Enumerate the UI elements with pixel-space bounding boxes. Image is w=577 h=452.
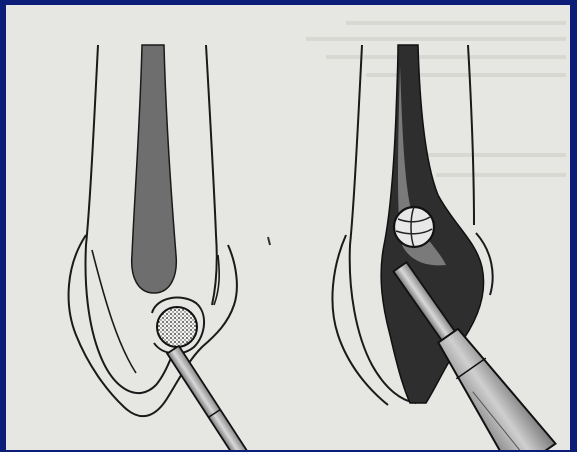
diamond-bur-shank: [167, 346, 250, 450]
faint-page-text: [306, 23, 566, 175]
dental-illustration: [6, 5, 570, 450]
diamond-bur-head: [157, 307, 197, 347]
right-panel: [332, 45, 555, 450]
illustration-svg: [6, 5, 570, 450]
stray-mark: [268, 237, 270, 245]
left-panel: [69, 45, 250, 450]
steel-bur-head: [394, 207, 434, 247]
left-pulp-canal: [132, 45, 177, 293]
